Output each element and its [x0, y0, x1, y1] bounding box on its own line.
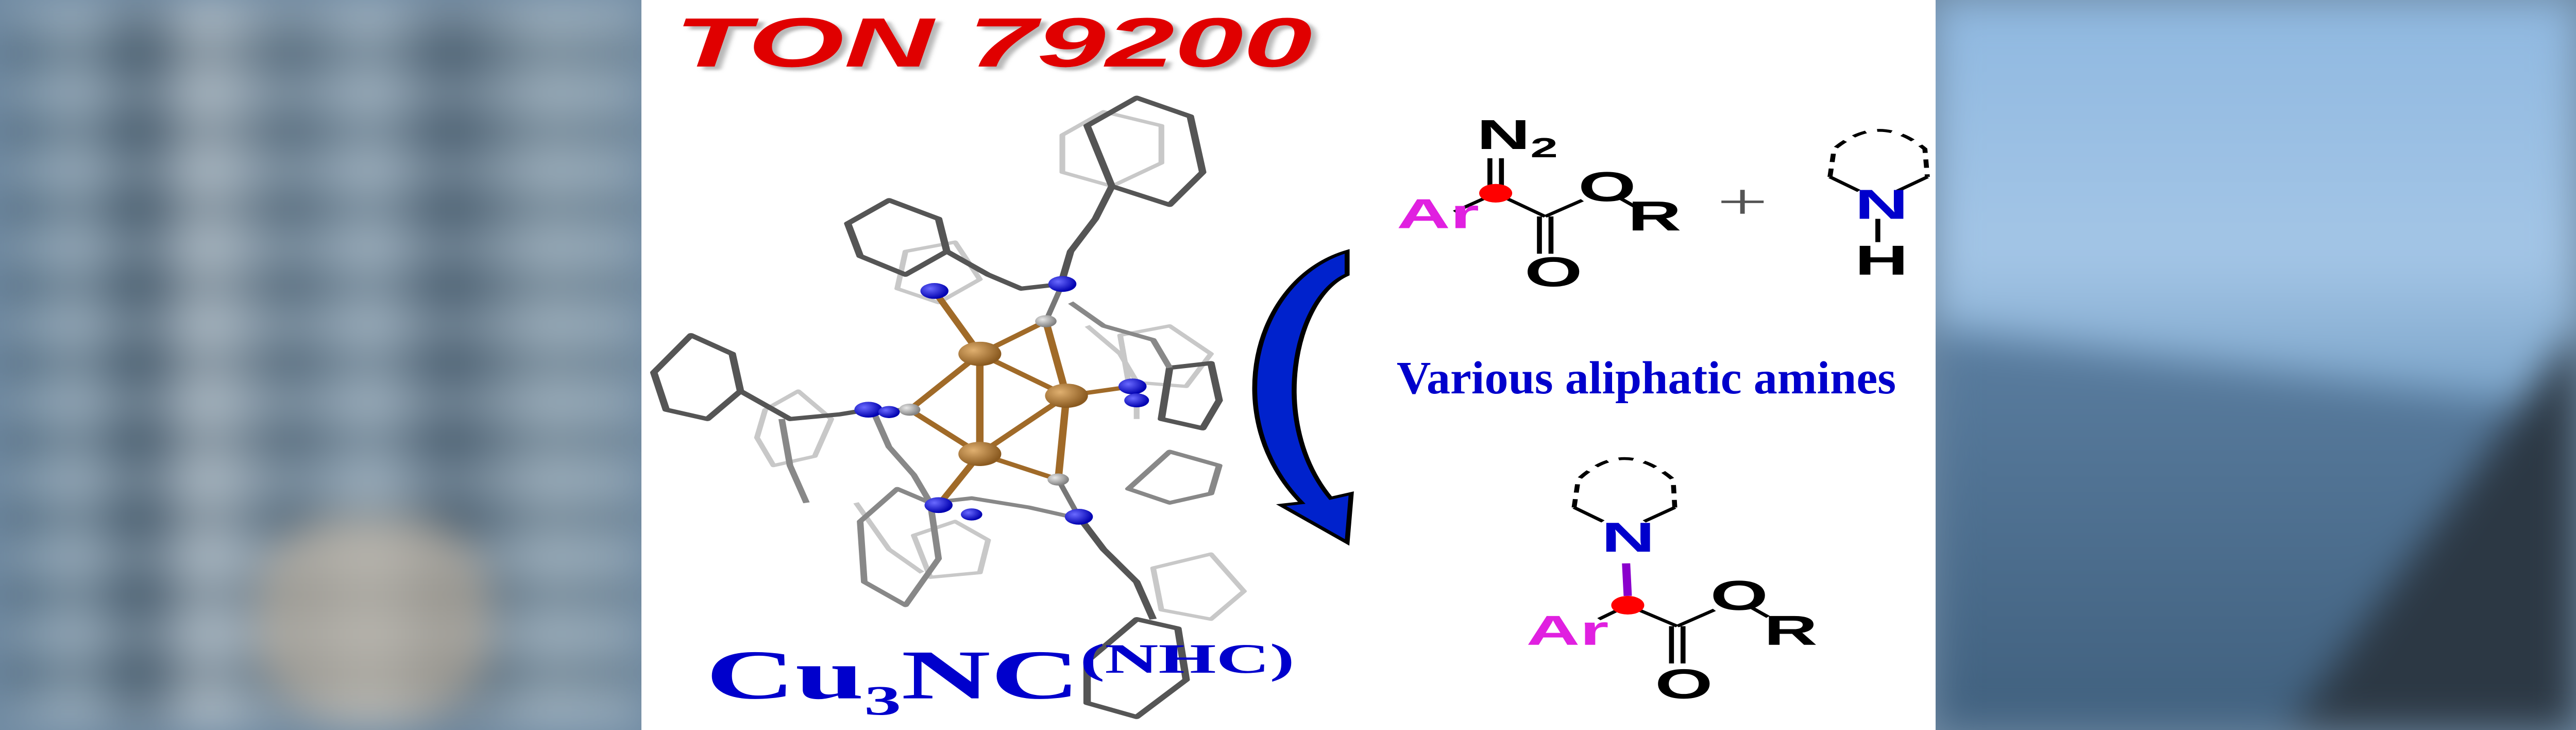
cu3nc-crystal-structure [650, 95, 1247, 719]
blurred-building-background-left [0, 0, 641, 730]
amine-structure: N H [1827, 129, 1930, 284]
plus-sign: + [1717, 173, 1768, 230]
graphical-abstract-panel: TON 79200 [641, 0, 1936, 730]
svg-text:O: O [1524, 248, 1582, 295]
catalyst-label: Cu3NC(NHC) [706, 636, 1295, 724]
svg-text:O: O [1655, 660, 1713, 707]
blurred-building-background-right [1936, 0, 2576, 730]
svg-text:R: R [1628, 192, 1681, 239]
svg-text:O: O [1578, 163, 1636, 210]
svg-text:O: O [1710, 572, 1768, 619]
svg-text:H: H [1855, 237, 1908, 284]
svg-text:Ar: Ar [1526, 607, 1608, 654]
diazo-ester-structure: Ar N2 O R O [1397, 111, 1682, 295]
product-structure: N Ar O R O [1526, 457, 1818, 707]
condition-label: Various aliphatic amines [1397, 352, 1896, 404]
svg-text:R: R [1764, 607, 1818, 654]
svg-text:N: N [1855, 181, 1908, 228]
reaction-arrow [1252, 249, 1354, 546]
svg-text:N: N [1601, 514, 1655, 561]
svg-text:N2: N2 [1477, 111, 1558, 163]
ton-headline: TON 79200 [674, 4, 1312, 81]
graphical-abstract-svg: TON 79200 [650, 4, 1930, 724]
svg-text:Ar: Ar [1397, 190, 1479, 237]
